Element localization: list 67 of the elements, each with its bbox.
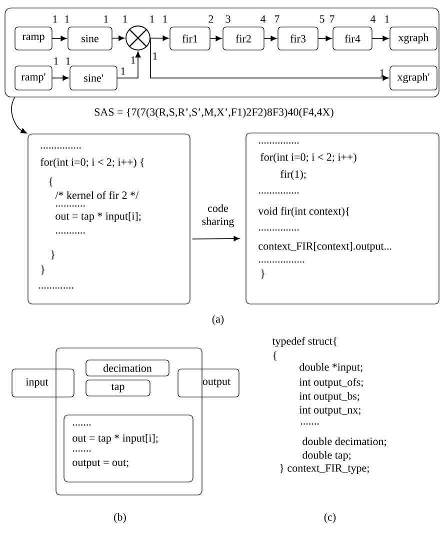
arrow [116,52,141,78]
actor-box: fir3 [278,26,318,50]
rate-number: 7 [274,15,280,23]
arrow [264,36,277,42]
component-frame [56,348,202,496]
panel-caption: (a) [212,315,224,325]
port-box: input [12,368,74,398]
struct-code-line: { [273,351,276,361]
kernel-code-box: ....... out = tap * input[i]; ....... output = out; [64,414,194,482]
actor-box: fir2 [222,26,264,50]
port-box: decimation [86,360,170,376]
rate-number: 1 [121,67,126,75]
multiplier-symbol [126,26,150,50]
arrow [372,36,389,42]
port-box: tap [86,380,150,396]
struct-code-line: typedef struct{ [272,336,337,348]
rate-number: 1 [104,15,108,23]
actor-box: sine' [70,66,118,90]
rate-number: 1 [53,15,58,23]
actor-box: xgraph' [390,66,438,90]
arrow [52,75,69,81]
struct-code-line: int output_bs; [299,392,360,402]
struct-code-line: int output_ofs; [299,378,363,388]
actor-box: xgraph [390,26,438,50]
rate-number: 1 [163,15,168,23]
rate-number: 1 [123,15,128,23]
struct-code-line: ....... [300,423,319,425]
rate-number: 3 [226,15,230,23]
arrow [210,36,222,42]
struct-code-line: int output_nx; [299,406,360,416]
edge-label: code sharing [202,204,234,228]
rate-number: 7 [330,15,334,23]
rate-number: 1 [131,56,136,64]
rate-number: 1 [385,15,390,23]
code-panel: ............... for(int i=0; i < 2; i++) fir(1); ............... void fir(int context){ ............... context_FIR[context].output... ................. } [246,132,440,304]
actor-box: sine [68,26,112,50]
port-box: output [178,368,240,398]
actor-box: fir4 [332,26,372,50]
actor-box: fir1 [170,26,210,50]
rate-number: 1 [150,15,154,23]
rate-number: 1 [65,15,70,23]
struct-code-line: double tap; [302,451,351,461]
rate-number: 2 [208,15,214,23]
arrow [11,96,27,134]
arrow [150,36,169,41]
struct-code-line: double decimation; [302,437,386,447]
panel-caption: (c) [324,513,336,523]
arrow [150,38,389,81]
rate-number: 1 [66,57,70,65]
arrow [318,36,332,42]
rate-number: 1 [380,69,384,77]
actor-box: ramp [14,26,52,50]
rate-number: 4 [370,15,376,23]
panel-caption: (b) [114,513,126,523]
graph-frame [4,8,440,98]
rate-number: 4 [260,15,266,23]
arrow [52,36,67,42]
schedule-text: SAS = {7(7(3(R,S,R’,S’,M,X’,F1)2F2)8F3)40(F4,4X) [94,108,334,118]
rate-number: 1 [54,57,58,65]
struct-code-line: } context_FIR_type; [280,464,369,474]
arrow [192,236,240,242]
rate-number: 1 [153,52,158,60]
actor-box: ramp' [14,66,52,90]
code-panel: ............... for(int i=0; i < 2; i++) { { /* kernel of fir 2 */ ........... out = tap * input[i]; ........... } } ............. [28,134,190,304]
struct-code-line: double *input; [300,363,362,373]
rate-number: 5 [320,15,324,23]
arrow [112,36,124,41]
